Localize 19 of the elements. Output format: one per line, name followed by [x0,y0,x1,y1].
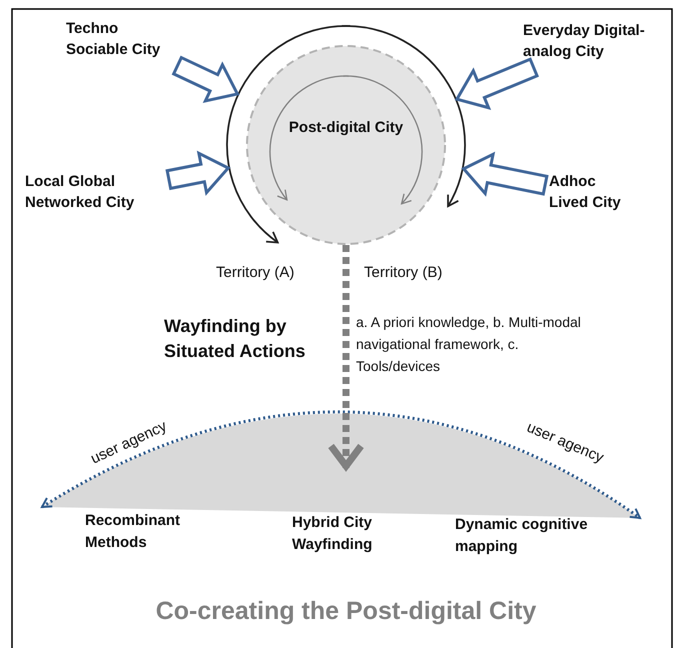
node-label: Post-digital City [288,118,404,138]
city-circle [246,45,446,245]
block-arrow [165,150,231,196]
block-arrow [461,152,549,197]
text-label: a. A priori knowledge, b. Multi-modal navigational framework, c. Tools/devices [356,313,582,376]
text-label: Wayfinding by Situated Actions [164,315,306,363]
block-arrow [454,57,539,110]
text-label: Dynamic cognitive mapping [455,515,589,557]
diagram-title: Co-creating the Post-digital City [154,597,538,626]
node-label: Techno Sociable City [66,19,162,60]
text-label: Hybrid City Wayfinding [292,513,374,555]
dashed-arrow [328,245,364,470]
block-arrow [172,56,240,104]
node-label: Everyday Digital-analog City [523,21,646,62]
node-label: Local Global Networked City [25,172,136,213]
text-label: Territory (A) [216,263,296,283]
node-label: Adhoc Lived City [549,172,622,213]
text-label: Territory (B) [364,263,444,283]
text-label: Recombinant Methods [85,511,182,553]
